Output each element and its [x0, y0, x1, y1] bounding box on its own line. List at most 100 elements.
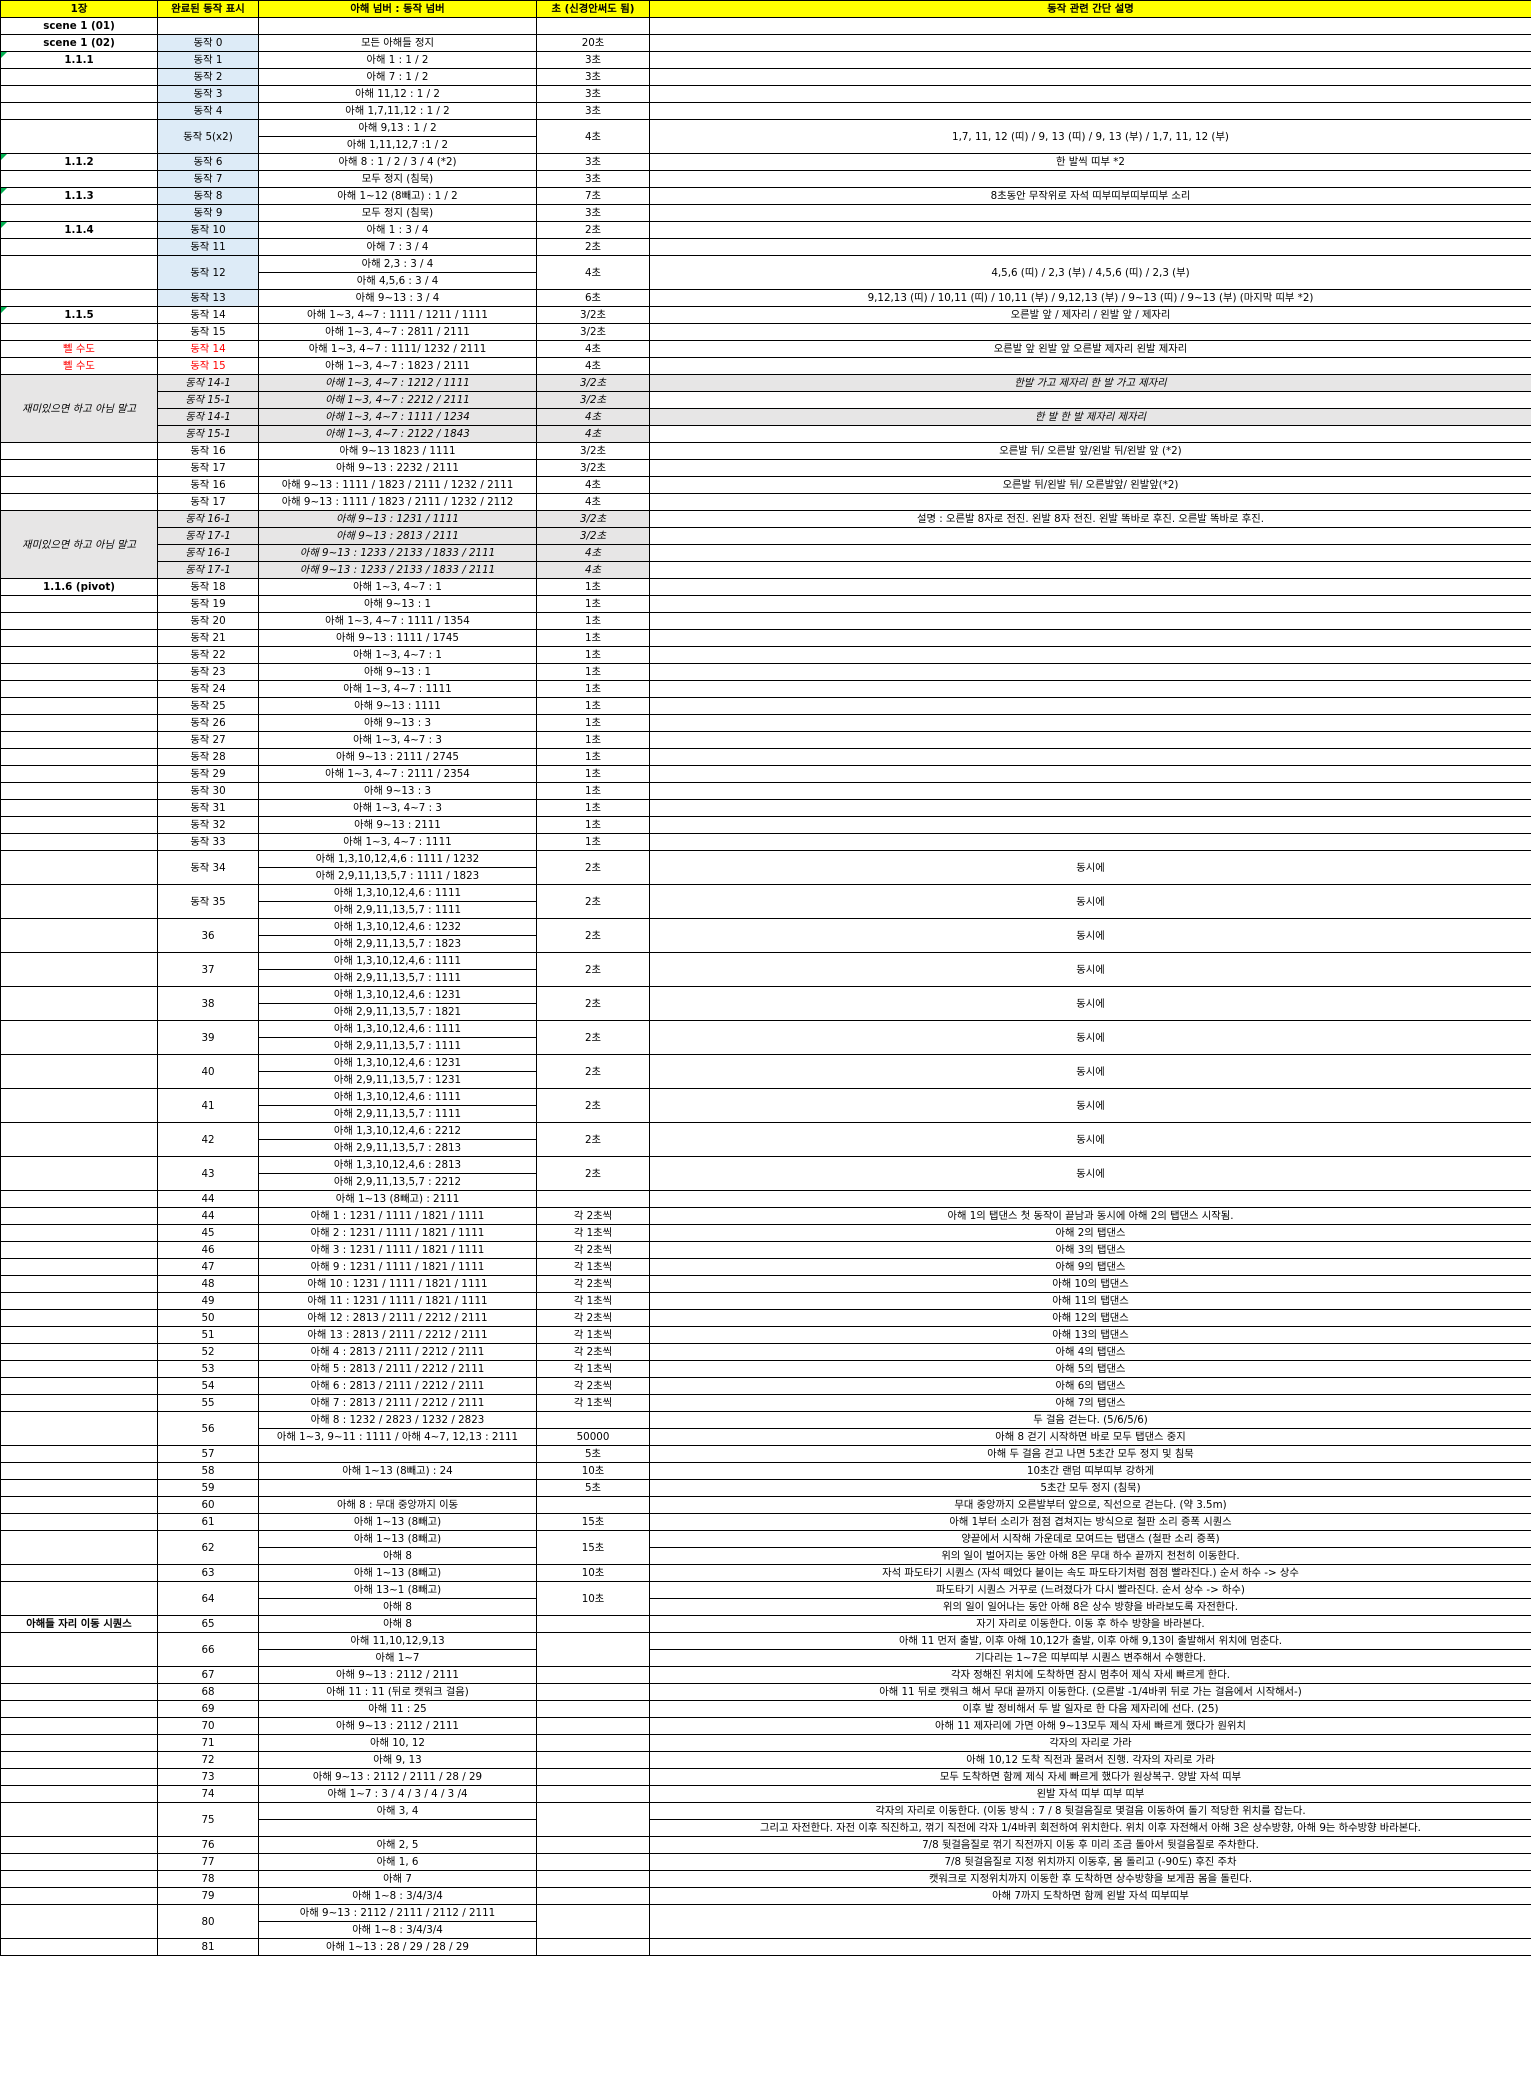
cell-description[interactable]: 아해 5의 탭댄스 — [649, 1360, 1531, 1378]
cell-chapter[interactable] — [0, 1122, 158, 1157]
cell-description[interactable] — [649, 170, 1531, 188]
cell-done-mark[interactable]: 75 — [157, 1802, 259, 1837]
cell-done-mark[interactable]: 63 — [157, 1564, 259, 1582]
cell-ahae-motion[interactable]: 아해 11 : 11 (뒤로 캣워크 걸음) — [258, 1683, 537, 1701]
cell-description[interactable]: 동시에 — [649, 1156, 1531, 1191]
cell-chapter[interactable] — [0, 1275, 158, 1293]
cell-seconds[interactable] — [536, 1666, 650, 1684]
cell-done-mark[interactable]: 81 — [157, 1938, 259, 1956]
cell-chapter[interactable] — [0, 1190, 158, 1208]
cell-done-mark[interactable]: 38 — [157, 986, 259, 1021]
cell-seconds[interactable]: 1초 — [536, 799, 650, 817]
cell-chapter[interactable] — [0, 748, 158, 766]
cell-chapter[interactable] — [0, 918, 158, 953]
cell-ahae-motion[interactable]: 아해 9~13 : 1111 / 1823 / 2111 / 1232 / 21… — [258, 493, 537, 511]
cell-done-mark[interactable]: 47 — [157, 1258, 259, 1276]
cell-chapter[interactable]: 1.1.5 — [0, 306, 158, 324]
cell-ahae-motion[interactable]: 아해 11 : 25 — [258, 1700, 537, 1718]
cell-seconds[interactable]: 각 2초씩 — [536, 1377, 650, 1395]
cell-chapter[interactable] — [0, 476, 158, 494]
cell-ahae-motion[interactable]: 아해 1~13 : 28 / 29 / 28 / 29 — [258, 1938, 537, 1956]
cell-chapter[interactable]: 1.1.6 (pivot) — [0, 578, 158, 596]
cell-description[interactable]: 각자 정해진 위치에 도착하면 잠시 멈추어 제식 자세 빠르게 한다. — [649, 1666, 1531, 1684]
cell-done-mark[interactable]: 68 — [157, 1683, 259, 1701]
cell-chapter[interactable] — [0, 1088, 158, 1123]
cell-chapter[interactable] — [0, 1479, 158, 1497]
cell-ahae-motion[interactable] — [258, 1479, 537, 1497]
cell-seconds[interactable]: 10초 — [536, 1462, 650, 1480]
cell-description[interactable]: 4,5,6 (띠) / 2,3 (부) / 4,5,6 (띠) / 2,3 (부… — [649, 255, 1531, 290]
cell-seconds[interactable]: 2초 — [536, 952, 650, 987]
cell-ahae-motion[interactable]: 아해 1,3,10,12,4,6 : 1232 — [258, 918, 537, 936]
cell-chapter[interactable] — [0, 459, 158, 477]
cell-description[interactable]: 아해 1부터 소리가 점점 겹쳐지는 방식으로 철판 소리 증폭 시퀀스 — [649, 1513, 1531, 1531]
cell-description[interactable] — [649, 1904, 1531, 1939]
cell-ahae-motion[interactable]: 아해 8 : 1 / 2 / 3 / 4 (*2) — [258, 153, 537, 171]
cell-seconds[interactable]: 2초 — [536, 1156, 650, 1191]
header-done-mark[interactable]: 완료된 동작 표시 — [157, 0, 259, 18]
cell-description[interactable]: 각자의 자리로 이동한다. (이동 방식 : 7 / 8 뒷걸음질로 몇걸음 이… — [649, 1802, 1531, 1820]
cell-description[interactable] — [649, 68, 1531, 86]
cell-done-mark[interactable]: 65 — [157, 1615, 259, 1633]
cell-ahae-motion[interactable]: 아해 1~3, 4~7 : 1823 / 2111 — [258, 357, 537, 375]
cell-description[interactable]: 아해 3의 탭댄스 — [649, 1241, 1531, 1259]
cell-seconds[interactable]: 4초 — [536, 340, 650, 358]
cell-chapter[interactable] — [0, 119, 158, 154]
cell-seconds[interactable]: 1초 — [536, 646, 650, 664]
cell-chapter[interactable] — [0, 1394, 158, 1412]
cell-done-mark[interactable]: 동작 17-1 — [157, 561, 259, 579]
cell-description[interactable]: 위의 일이 벌어지는 동안 아해 8은 무대 하수 끝까지 천천히 이동한다. — [649, 1547, 1531, 1565]
cell-chapter[interactable] — [0, 714, 158, 732]
cell-seconds[interactable]: 1초 — [536, 595, 650, 613]
cell-done-mark[interactable] — [157, 17, 259, 35]
cell-ahae-motion[interactable]: 아해 1,3,10,12,4,6 : 2212 — [258, 1122, 537, 1140]
cell-ahae-motion[interactable]: 아해 1,3,10,12,4,6 : 1111 — [258, 1088, 537, 1106]
cell-done-mark[interactable]: 동작 11 — [157, 238, 259, 256]
cell-description[interactable]: 동시에 — [649, 850, 1531, 885]
cell-ahae-motion[interactable]: 아해 1~3, 4~7 : 2811 / 2111 — [258, 323, 537, 341]
cell-description[interactable]: 10초간 랜덤 띠부띠부 강하게 — [649, 1462, 1531, 1480]
cell-description[interactable]: 오른발 앞 / 제자리 / 왼발 앞 / 제자리 — [649, 306, 1531, 324]
cell-seconds[interactable] — [536, 1632, 650, 1667]
cell-chapter[interactable] — [0, 1768, 158, 1786]
cell-ahae-motion[interactable]: 아해 2,9,11,13,5,7 : 1823 — [258, 935, 537, 953]
cell-chapter[interactable] — [0, 1258, 158, 1276]
cell-seconds[interactable]: 4초 — [536, 255, 650, 290]
cell-ahae-motion[interactable]: 아해 8 : 1232 / 2823 / 1232 / 2823 — [258, 1411, 537, 1429]
cell-ahae-motion[interactable]: 아해 1~3, 4~7 : 1 — [258, 578, 537, 596]
cell-description[interactable] — [649, 459, 1531, 477]
cell-description[interactable] — [649, 102, 1531, 120]
cell-ahae-motion[interactable]: 아해 1,3,10,12,4,6 : 1231 — [258, 1054, 537, 1072]
cell-chapter[interactable] — [0, 782, 158, 800]
cell-done-mark[interactable]: 동작 20 — [157, 612, 259, 630]
cell-seconds[interactable]: 3초 — [536, 153, 650, 171]
cell-done-mark[interactable]: 동작 27 — [157, 731, 259, 749]
cell-ahae-motion[interactable]: 아해 1 : 1231 / 1111 / 1821 / 1111 — [258, 1207, 537, 1225]
cell-ahae-motion[interactable]: 아해 9,13 : 1 / 2 — [258, 119, 537, 137]
cell-ahae-motion[interactable]: 아해 1~13 (8빼고) : 24 — [258, 1462, 537, 1480]
cell-done-mark[interactable]: 동작 15 — [157, 323, 259, 341]
cell-seconds[interactable]: 1초 — [536, 816, 650, 834]
cell-done-mark[interactable]: 동작 5(x2) — [157, 119, 259, 154]
cell-description[interactable] — [649, 204, 1531, 222]
cell-seconds[interactable]: 4초 — [536, 357, 650, 375]
cell-done-mark[interactable]: 77 — [157, 1853, 259, 1871]
cell-description[interactable] — [649, 833, 1531, 851]
cell-ahae-motion[interactable]: 아해 2,9,11,13,5,7 : 1111 — [258, 901, 537, 919]
cell-done-mark[interactable]: 동작 0 — [157, 34, 259, 52]
cell-chapter[interactable] — [0, 1734, 158, 1752]
cell-seconds[interactable]: 각 1초씩 — [536, 1360, 650, 1378]
cell-ahae-motion[interactable]: 아해 3, 4 — [258, 1802, 537, 1820]
cell-done-mark[interactable]: 동작 31 — [157, 799, 259, 817]
cell-ahae-motion[interactable]: 아해 1~13 (8빼고) — [258, 1564, 537, 1582]
cell-description[interactable]: 위의 일이 일어나는 동안 아해 8은 상수 방향을 바라보도록 자전한다. — [649, 1598, 1531, 1616]
cell-description[interactable]: 동시에 — [649, 952, 1531, 987]
cell-ahae-motion[interactable]: 아해 11 : 1231 / 1111 / 1821 / 1111 — [258, 1292, 537, 1310]
cell-seconds[interactable] — [536, 1938, 650, 1956]
cell-description[interactable] — [649, 714, 1531, 732]
cell-seconds[interactable]: 3/2초 — [536, 306, 650, 324]
cell-ahae-motion[interactable]: 아해 5 : 2813 / 2111 / 2212 / 2111 — [258, 1360, 537, 1378]
cell-seconds[interactable]: 각 1초씩 — [536, 1292, 650, 1310]
cell-done-mark[interactable]: 57 — [157, 1445, 259, 1463]
cell-chapter[interactable]: 뻴 수도 — [0, 357, 158, 375]
